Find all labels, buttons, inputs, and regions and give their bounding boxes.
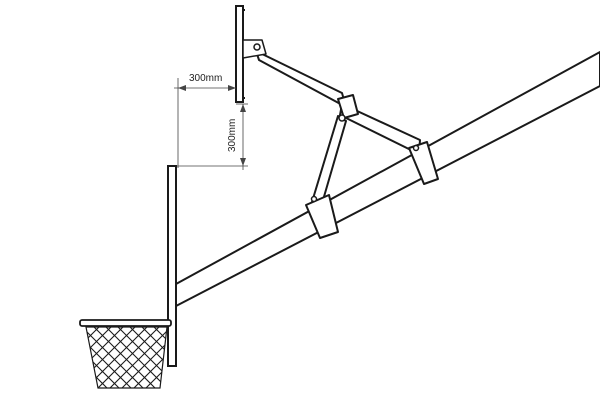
lower-clamp-bolt [310, 195, 318, 203]
basketball-net [85, 326, 168, 389]
upper-adjustment-arm [255, 50, 347, 108]
raised-backboard [235, 5, 244, 103]
upper-clamp-bolt [412, 144, 420, 152]
upper-boom-clamp [408, 141, 439, 185]
lowered-backboard [167, 165, 177, 367]
lower-boom-clamp [305, 194, 339, 239]
dimension-arrowheads [178, 85, 246, 166]
horizontal-offset-label: 300mm [189, 73, 222, 84]
vertical-offset-label: 300mm [227, 119, 238, 152]
basketball-rim [79, 319, 172, 327]
elbow-bracket [337, 94, 359, 119]
elbow-pivot-bolt [338, 114, 346, 122]
upper-pivot-bolt [253, 43, 261, 51]
